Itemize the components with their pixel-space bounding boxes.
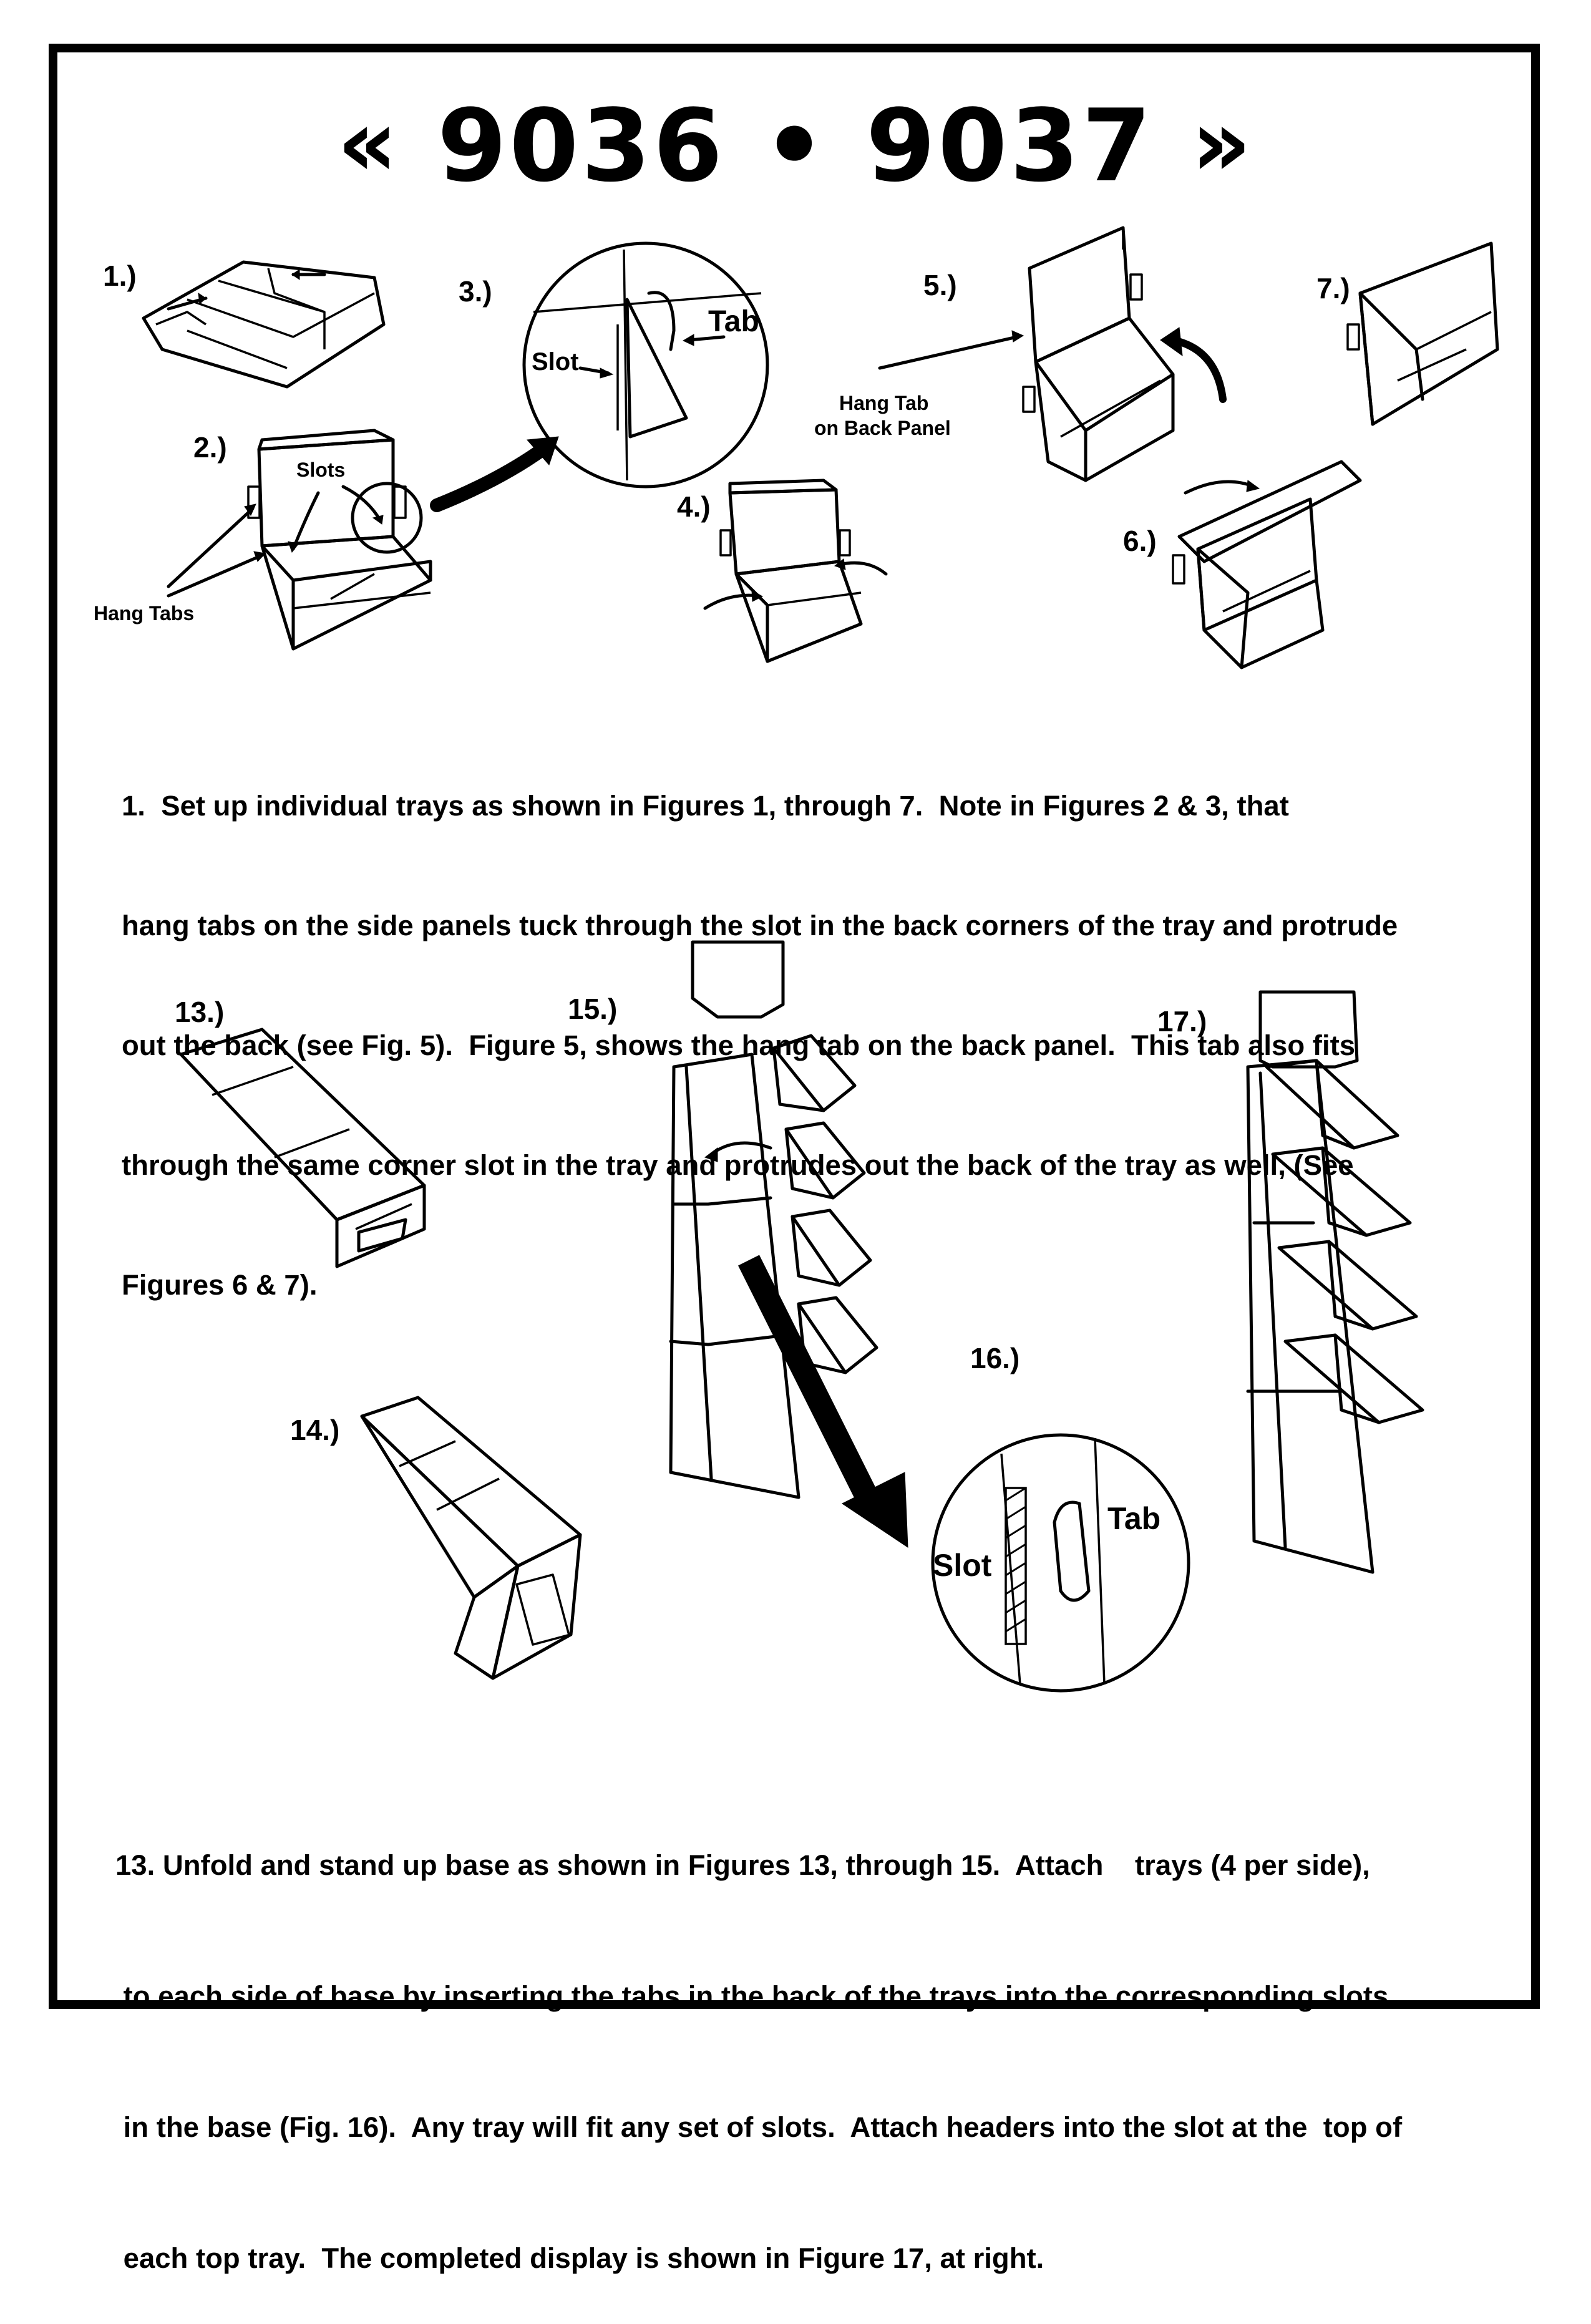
double-chevron-right-icon: »	[1190, 89, 1254, 198]
instructions-step-1: 1. Set up individual trays as shown in F…	[122, 706, 1398, 1345]
double-chevron-left-icon: «	[337, 89, 401, 198]
figure-1-flat-blank	[142, 260, 386, 389]
instruction-line: hang tabs on the side panels tuck throug…	[122, 910, 1398, 941]
instruction-line: each top tray. The completed display is …	[115, 2242, 1044, 2274]
callout-detail-tab: Tab	[1107, 1501, 1161, 1536]
figure-2-tray-with-hang-tabs	[167, 429, 559, 651]
figure-label-4: 4.)	[677, 490, 711, 523]
figure-6-tray-insert	[1172, 460, 1362, 669]
figure-label-1: 1.)	[103, 260, 137, 292]
figure-15-base-with-trays	[669, 940, 908, 1548]
instruction-line: in the base (Fig. 16). Any tray will fit…	[115, 2111, 1403, 2143]
callout-slots: Slots	[296, 459, 346, 481]
figure-label-17: 17.)	[1157, 1005, 1207, 1038]
display-tray-3	[1277, 1240, 1418, 1331]
figure-label-14: 14.)	[290, 1414, 340, 1446]
figure-label-16: 16.)	[970, 1342, 1020, 1374]
callout-hang-tab-line-2: on Back Panel	[814, 417, 951, 439]
display-tray-4	[1283, 1333, 1424, 1424]
figure-4-tray	[703, 479, 888, 663]
page-border	[49, 44, 1540, 2009]
callout-hang-tabs: Hang Tabs	[94, 602, 195, 625]
instruction-line: through the same corner slot in the tray…	[122, 1149, 1354, 1181]
model-numbers: 9036 • 9037	[437, 87, 1154, 204]
assembly-illustrations	[142, 226, 1499, 1693]
instruction-line: out the back (see Fig. 5). Figure 5, sho…	[122, 1029, 1356, 1061]
tray-2	[784, 1121, 866, 1200]
callout-hang-tab-line-1: Hang Tab	[839, 392, 929, 414]
tray-3	[791, 1208, 872, 1287]
callout-detail-slot: Slot	[933, 1548, 992, 1583]
tray-1	[772, 1034, 857, 1112]
figure-3-slot-tab-detail	[522, 241, 769, 489]
instruction-line: Figures 6 & 7).	[122, 1269, 318, 1301]
figure-label-2: 2.)	[193, 431, 227, 464]
instruction-line: to each side of base by inserting the ta…	[115, 1980, 1389, 2012]
figure-label-7: 7.)	[1316, 272, 1350, 304]
figure-label-6: 6.)	[1123, 525, 1157, 557]
figure-13-flattened-base	[179, 1028, 426, 1268]
figure-17-completed-display	[1246, 990, 1424, 1574]
callout-slot: Slot	[532, 348, 579, 376]
figure-label-13: 13.)	[175, 996, 225, 1028]
instruction-line: 13. Unfold and stand up base as shown in…	[115, 1849, 1370, 1881]
display-tray-2	[1271, 1146, 1412, 1237]
figure-14-opened-base	[360, 1396, 582, 1680]
callout-tab: Tab	[708, 305, 759, 338]
figure-label-3: 3.)	[459, 275, 492, 308]
display-tray-1	[1265, 1059, 1399, 1150]
instructions-step-13: 13. Unfold and stand up base as shown in…	[115, 1756, 1402, 2324]
figure-label-15: 15.)	[568, 993, 618, 1025]
instruction-line: 1. Set up individual trays as shown in F…	[122, 790, 1289, 822]
figure-16-slot-tab-detail	[931, 1433, 1190, 1693]
figure-5-tray-back-panel	[878, 226, 1227, 482]
figure-label-5: 5.)	[923, 269, 957, 301]
page-title: « 9036 • 9037 »	[0, 81, 1591, 208]
figure-7-completed-tray	[1346, 241, 1499, 426]
